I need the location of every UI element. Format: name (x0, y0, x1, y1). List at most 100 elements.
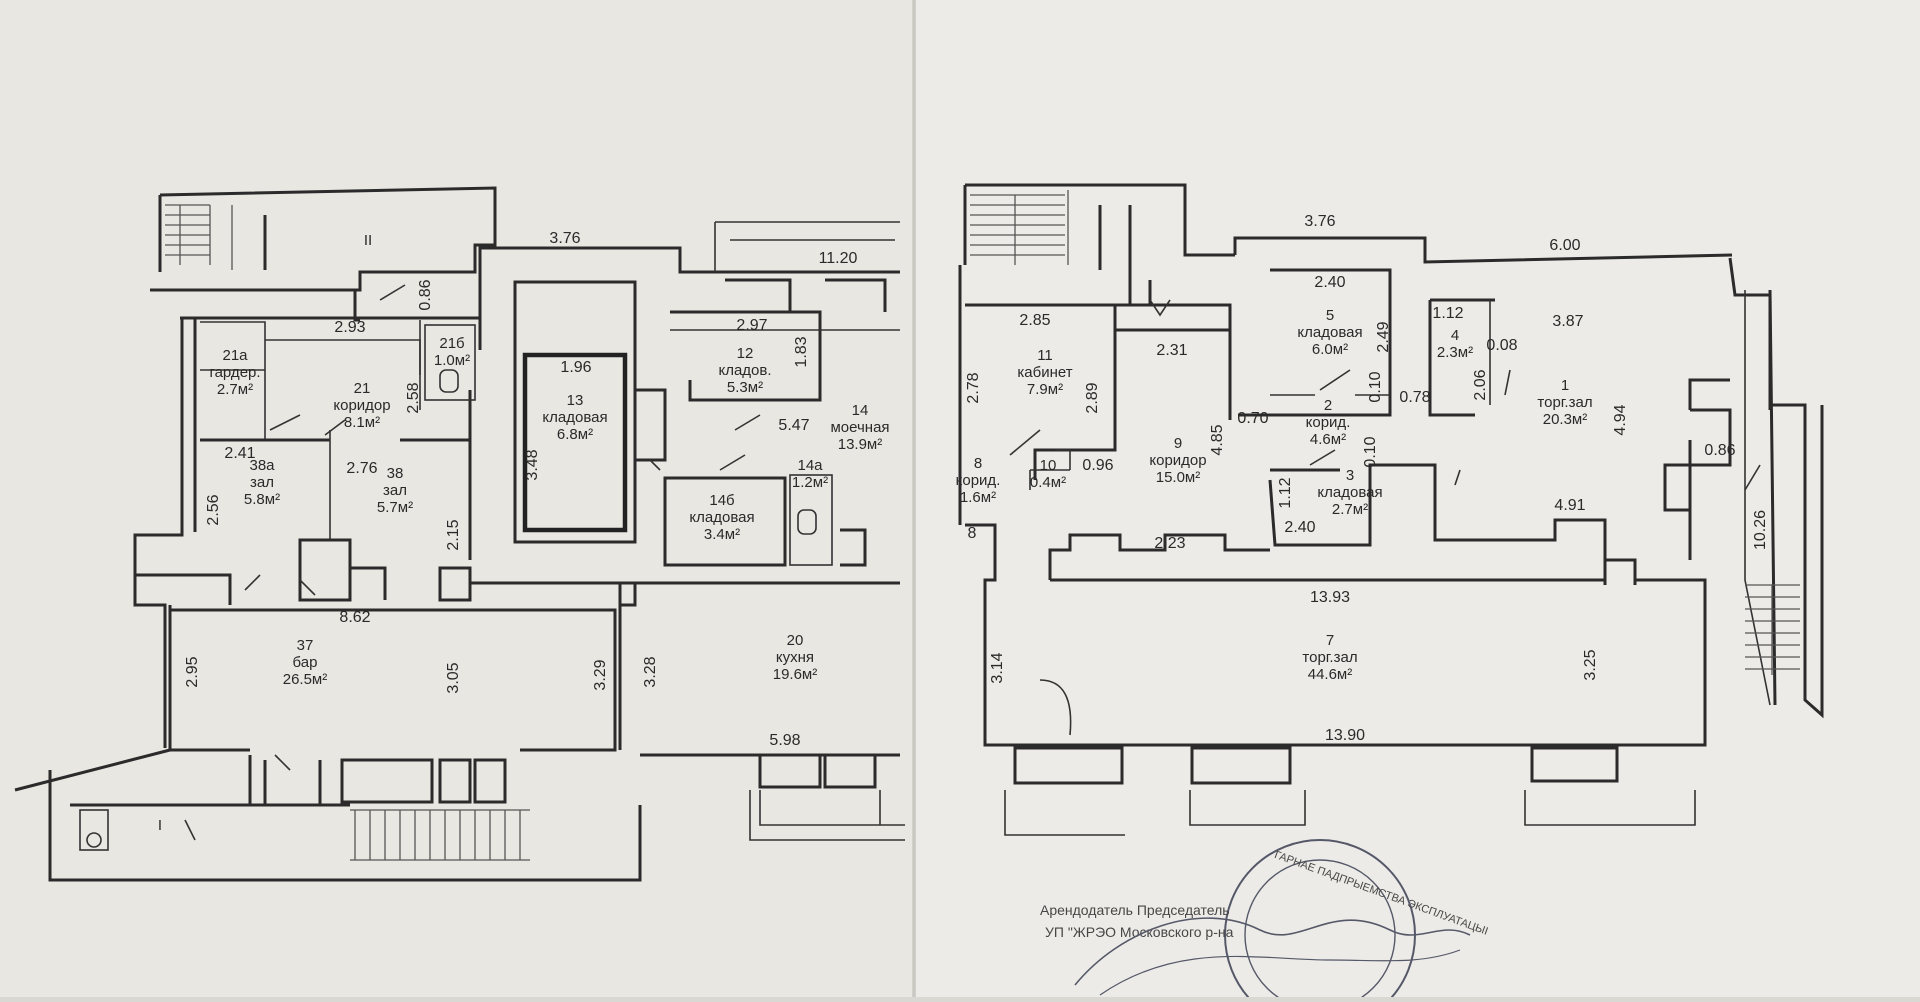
dimension-label: 2.15 (445, 519, 462, 550)
dimension-labels: 3.7611.200.862.932.582.412.762.562.151.9… (184, 213, 1769, 749)
dimension-label: 0.86 (417, 279, 434, 310)
dimension-label: 2.23 (1154, 535, 1185, 552)
room-label-line: кабинет (1017, 364, 1072, 381)
dimension-label: 2.95 (184, 656, 201, 687)
room-label-line: гардер. (209, 364, 260, 381)
room-label-line: моечная (830, 419, 889, 436)
room-label-line: 0.4м² (1030, 474, 1066, 491)
dimension-label: 2.41 (224, 445, 255, 462)
room-label-line: кладовая (1317, 484, 1382, 501)
room-label-line: 4.6м² (1310, 431, 1346, 448)
room-label-line: 21а (222, 347, 248, 364)
signature-2 (1099, 949, 1461, 996)
dimension-label: 2.06 (1472, 369, 1489, 400)
room-label-line: 37 (297, 637, 314, 654)
room-label-line: 1 (1561, 377, 1569, 394)
room-label-line: 6.8м² (557, 426, 593, 443)
dimension-label: 4.85 (1209, 424, 1226, 455)
dimension-label: 0.10 (1367, 371, 1384, 402)
dimension-label: 3.05 (445, 662, 462, 693)
room-label-line: зал (250, 474, 274, 491)
room-label-line: 38а (249, 457, 275, 474)
dimension-label: 3.76 (549, 230, 580, 247)
dimension-label: 0.96 (1082, 457, 1113, 474)
room-label-line: бар (293, 654, 318, 671)
room-label-line: корид. (1306, 414, 1351, 431)
room-label-line: зал (383, 482, 407, 499)
room-label-line: 8 (974, 455, 982, 472)
dimension-label: 2.56 (205, 494, 222, 525)
room-label-rI: I (158, 817, 162, 834)
dimension-label: 1.83 (793, 336, 810, 367)
stamp-line-1: Арендодатель Председатель (1040, 902, 1230, 918)
room-label-line: 1.2м² (792, 474, 828, 491)
dimension-label: 2.40 (1314, 274, 1345, 291)
room-label-line: 20 (787, 632, 804, 649)
stamp-ring-inner (1244, 859, 1396, 1002)
dimension-label: 0.86 (1704, 442, 1735, 459)
room-label-line: 5.8м² (244, 491, 280, 508)
dimension-label: 10.26 (1752, 510, 1769, 550)
dimension-label: 1.12 (1432, 305, 1463, 322)
room-label-line: торг.зал (1302, 649, 1357, 666)
signature (1074, 917, 1471, 986)
room-label-line: 2 (1324, 397, 1332, 414)
dimension-label: 2.85 (1019, 312, 1050, 329)
room-label-line: 14а (797, 457, 823, 474)
room-label-line: 11 (1037, 347, 1053, 364)
dimension-label: 2.89 (1084, 382, 1101, 413)
room-label-line: кухня (776, 649, 814, 666)
dimension-label: 8 (968, 525, 977, 542)
room-label-line: 21б (439, 335, 464, 352)
room-label-line: 20.3м² (1543, 411, 1588, 428)
room-label-line: 10 (1040, 457, 1057, 474)
stamp-line-2: УП "ЖРЭО Московского р-на (1045, 924, 1234, 940)
room-label-line: 26.5м² (283, 671, 328, 688)
right-plan-walls (958, 183, 1824, 836)
left-plan-walls (14, 186, 905, 882)
dimension-label: 13.90 (1325, 727, 1365, 744)
room-label-line: 1.0м² (434, 352, 470, 369)
room-label-line: кладовая (1297, 324, 1362, 341)
room-label-line: I (158, 817, 162, 834)
dimension-label: 1.96 (560, 359, 591, 376)
room-label-line: коридор (333, 397, 390, 414)
room-label-line: торг.зал (1537, 394, 1592, 411)
room-label-line: 3 (1346, 467, 1354, 484)
room-label-line: 2.3м² (1437, 344, 1473, 361)
dimension-label: 0.08 (1486, 337, 1517, 354)
room-label-line: кладов. (718, 362, 771, 379)
room-label-line: 15.0м² (1156, 469, 1201, 486)
dimension-label: 5.98 (769, 732, 800, 749)
dimension-label: 2.31 (1156, 342, 1187, 359)
dimension-label: 2.93 (334, 319, 365, 336)
room-label-line: 8.1м² (344, 414, 380, 431)
dimension-label: 2.97 (736, 317, 767, 334)
dimension-label: 0.10 (1362, 436, 1379, 467)
room-label-line: кладовая (689, 509, 754, 526)
room-label-line: 44.6м² (1308, 666, 1353, 683)
room-label-line: 13 (567, 392, 584, 409)
dimension-label: 6.00 (1549, 237, 1580, 254)
dimension-label: 1.12 (1277, 477, 1294, 508)
